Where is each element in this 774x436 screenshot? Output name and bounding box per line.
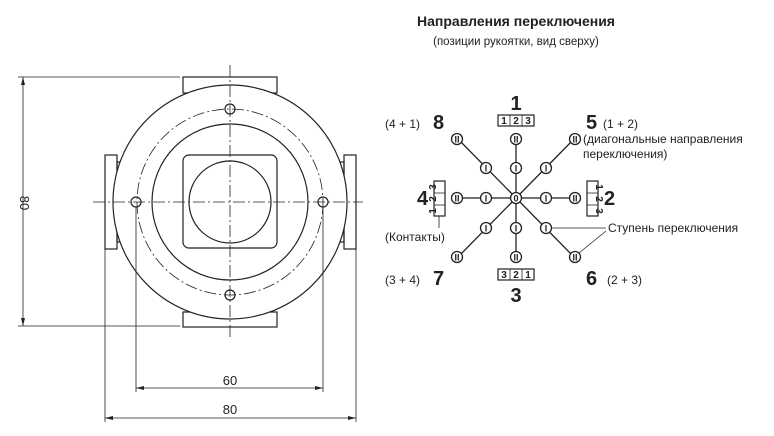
step-markers: 0 <box>509 191 523 205</box>
width-dimension: 80 <box>223 402 237 417</box>
svg-text:II: II <box>454 194 459 204</box>
switch-step-label: Ступень переключения <box>608 221 738 235</box>
contacts-label: (Контакты) <box>385 230 445 244</box>
svg-text:1: 1 <box>501 116 507 127</box>
diagonal-label-line1: (диагональные направления <box>583 132 743 146</box>
svg-text:3: 3 <box>501 270 507 281</box>
svg-text:I: I <box>485 224 488 234</box>
svg-text:II: II <box>454 253 459 263</box>
contacts-box-4: 1 2 3 <box>428 180 446 228</box>
switch-step-callout: Ступень переключения <box>551 221 738 254</box>
step-one-marker: I <box>509 161 523 175</box>
position-4: 4 <box>417 188 429 210</box>
svg-text:3: 3 <box>428 184 439 190</box>
diagram-title: Направления переключения <box>417 13 615 29</box>
position-7: 7 <box>433 268 444 290</box>
step-one-marker: I <box>479 161 493 175</box>
position-5-combo: (1 + 2) <box>603 117 638 131</box>
position-3: 3 <box>510 285 521 307</box>
svg-text:2: 2 <box>593 196 604 202</box>
svg-text:I: I <box>545 164 548 174</box>
position-8-combo: (4 + 1) <box>385 117 420 131</box>
svg-text:I: I <box>545 194 548 204</box>
svg-text:2: 2 <box>513 116 519 127</box>
step-one-marker: I <box>539 221 553 235</box>
step-two-marker: II <box>450 132 464 146</box>
svg-text:II: II <box>513 253 518 263</box>
contacts-box-1: 1 2 3 <box>497 114 535 127</box>
svg-text:II: II <box>572 253 577 263</box>
svg-text:I: I <box>515 224 518 234</box>
svg-text:1: 1 <box>525 270 531 281</box>
position-1: 1 <box>510 93 521 115</box>
position-7-combo: (3 + 4) <box>385 273 420 287</box>
step-one-marker: I <box>479 221 493 235</box>
svg-text:2: 2 <box>513 270 519 281</box>
step-two-marker: II <box>509 250 523 264</box>
switch-star: 0 <box>457 138 575 258</box>
contacts-box-3: 3 2 1 <box>497 268 535 281</box>
svg-text:II: II <box>572 194 577 204</box>
step-one-marker: I <box>539 191 553 205</box>
svg-text:2: 2 <box>428 196 439 202</box>
svg-text:1: 1 <box>593 184 604 190</box>
svg-text:I: I <box>485 164 488 174</box>
top-view-drawing: 80 60 80 <box>17 65 363 422</box>
svg-text:I: I <box>515 164 518 174</box>
svg-text:3: 3 <box>593 208 604 214</box>
position-2: 2 <box>604 188 615 210</box>
position-6-combo: (2 + 3) <box>607 273 642 287</box>
step-two-marker: II <box>450 191 464 205</box>
contacts-box-2: 1 2 3 <box>586 180 604 217</box>
step-zero <box>509 191 523 205</box>
step-one-marker: I <box>539 161 553 175</box>
svg-text:II: II <box>454 135 459 145</box>
step-two-marker: II <box>568 250 582 264</box>
step-two-marker: II <box>509 132 523 146</box>
position-6: 6 <box>586 268 597 290</box>
step-two-marker: II <box>568 191 582 205</box>
svg-text:I: I <box>545 224 548 234</box>
step-one-marker: I <box>479 191 493 205</box>
position-8: 8 <box>433 112 444 134</box>
position-5: 5 <box>586 112 597 134</box>
svg-text:II: II <box>513 135 518 145</box>
svg-text:I: I <box>485 194 488 204</box>
hole-spacing-dimension: 60 <box>223 373 237 388</box>
height-dimension: 80 <box>17 196 32 210</box>
diagonal-label-line2: переключения) <box>583 147 667 161</box>
svg-text:3: 3 <box>525 116 531 127</box>
svg-text:II: II <box>572 135 577 145</box>
svg-text:0: 0 <box>513 194 518 204</box>
step-two-marker: II <box>568 132 582 146</box>
step-one-marker: I <box>509 221 523 235</box>
step-two-marker: II <box>450 250 464 264</box>
diagram-subtitle: (позиции рукоятки, вид сверху) <box>433 36 599 48</box>
svg-text:1: 1 <box>428 208 439 214</box>
